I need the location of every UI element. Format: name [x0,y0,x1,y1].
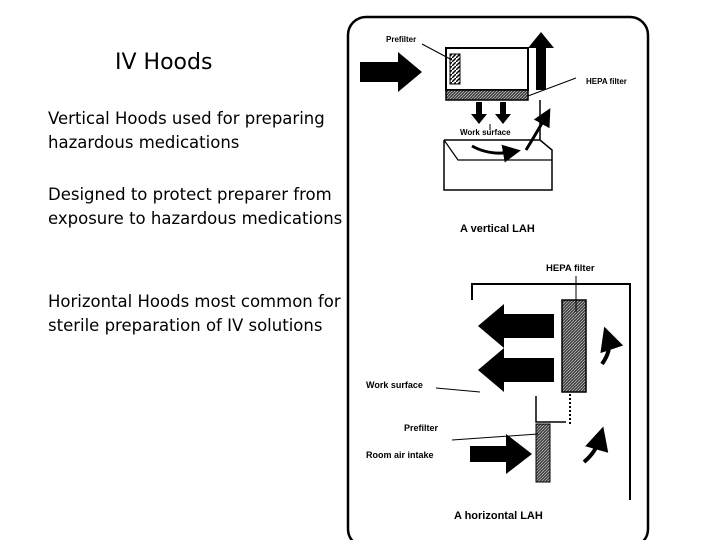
hepa-filter-label: HEPA filter [586,77,627,86]
intake-curve-arrow-icon [582,426,609,464]
paragraph-horizontal-hoods: Horizontal Hoods most common for sterile… [48,292,341,335]
down-arrow-icon [471,102,487,124]
down-arrow-icon [495,102,511,124]
airflow-up-curve-arrow-icon [524,108,551,151]
hood-diagram-figure: Prefilter HEPA filter Work surface A ver… [340,14,652,540]
figure-frame [346,15,650,540]
room-air-intake-arrow-icon [470,434,532,474]
hepa-filter-bar [445,89,529,101]
paragraph-vertical-hoods: Vertical Hoods used for preparing hazard… [48,109,325,152]
prefilter-label: Prefilter [386,35,416,44]
room-air-intake-label: Room air intake [366,450,434,460]
laminar-left-arrow-icon [478,348,554,392]
prefilter-label-horizontal: Prefilter [404,423,439,433]
exhaust-up-arrow-icon [528,32,554,90]
work-surface-label-horizontal: Work surface [366,380,423,390]
horizontal-lah-diagram: HEPA filter Work surface Prefilter Room … [366,263,631,522]
work-surface-label: Work surface [460,128,511,137]
vertical-lah-caption: A vertical LAH [460,223,535,235]
hepa-filter-column [561,299,587,393]
laminar-left-arrow-icon [478,304,554,348]
slide-title: IV Hoods [115,50,213,75]
vertical-lah-diagram: Prefilter HEPA filter Work surface A ver… [360,32,627,235]
hepa-filter-label-horizontal: HEPA filter [546,263,595,274]
horizontal-lah-caption: A horizontal LAH [454,510,543,522]
hood-diagram: Prefilter HEPA filter Work surface A ver… [346,15,650,540]
paragraph-protect-preparer: Designed to protect preparer from exposu… [48,185,343,228]
air-in-arrow-icon [360,52,422,92]
airflow-curve-arrow-icon [471,144,521,163]
return-curve-arrow-icon [600,326,624,366]
prefilter-block [449,53,461,85]
